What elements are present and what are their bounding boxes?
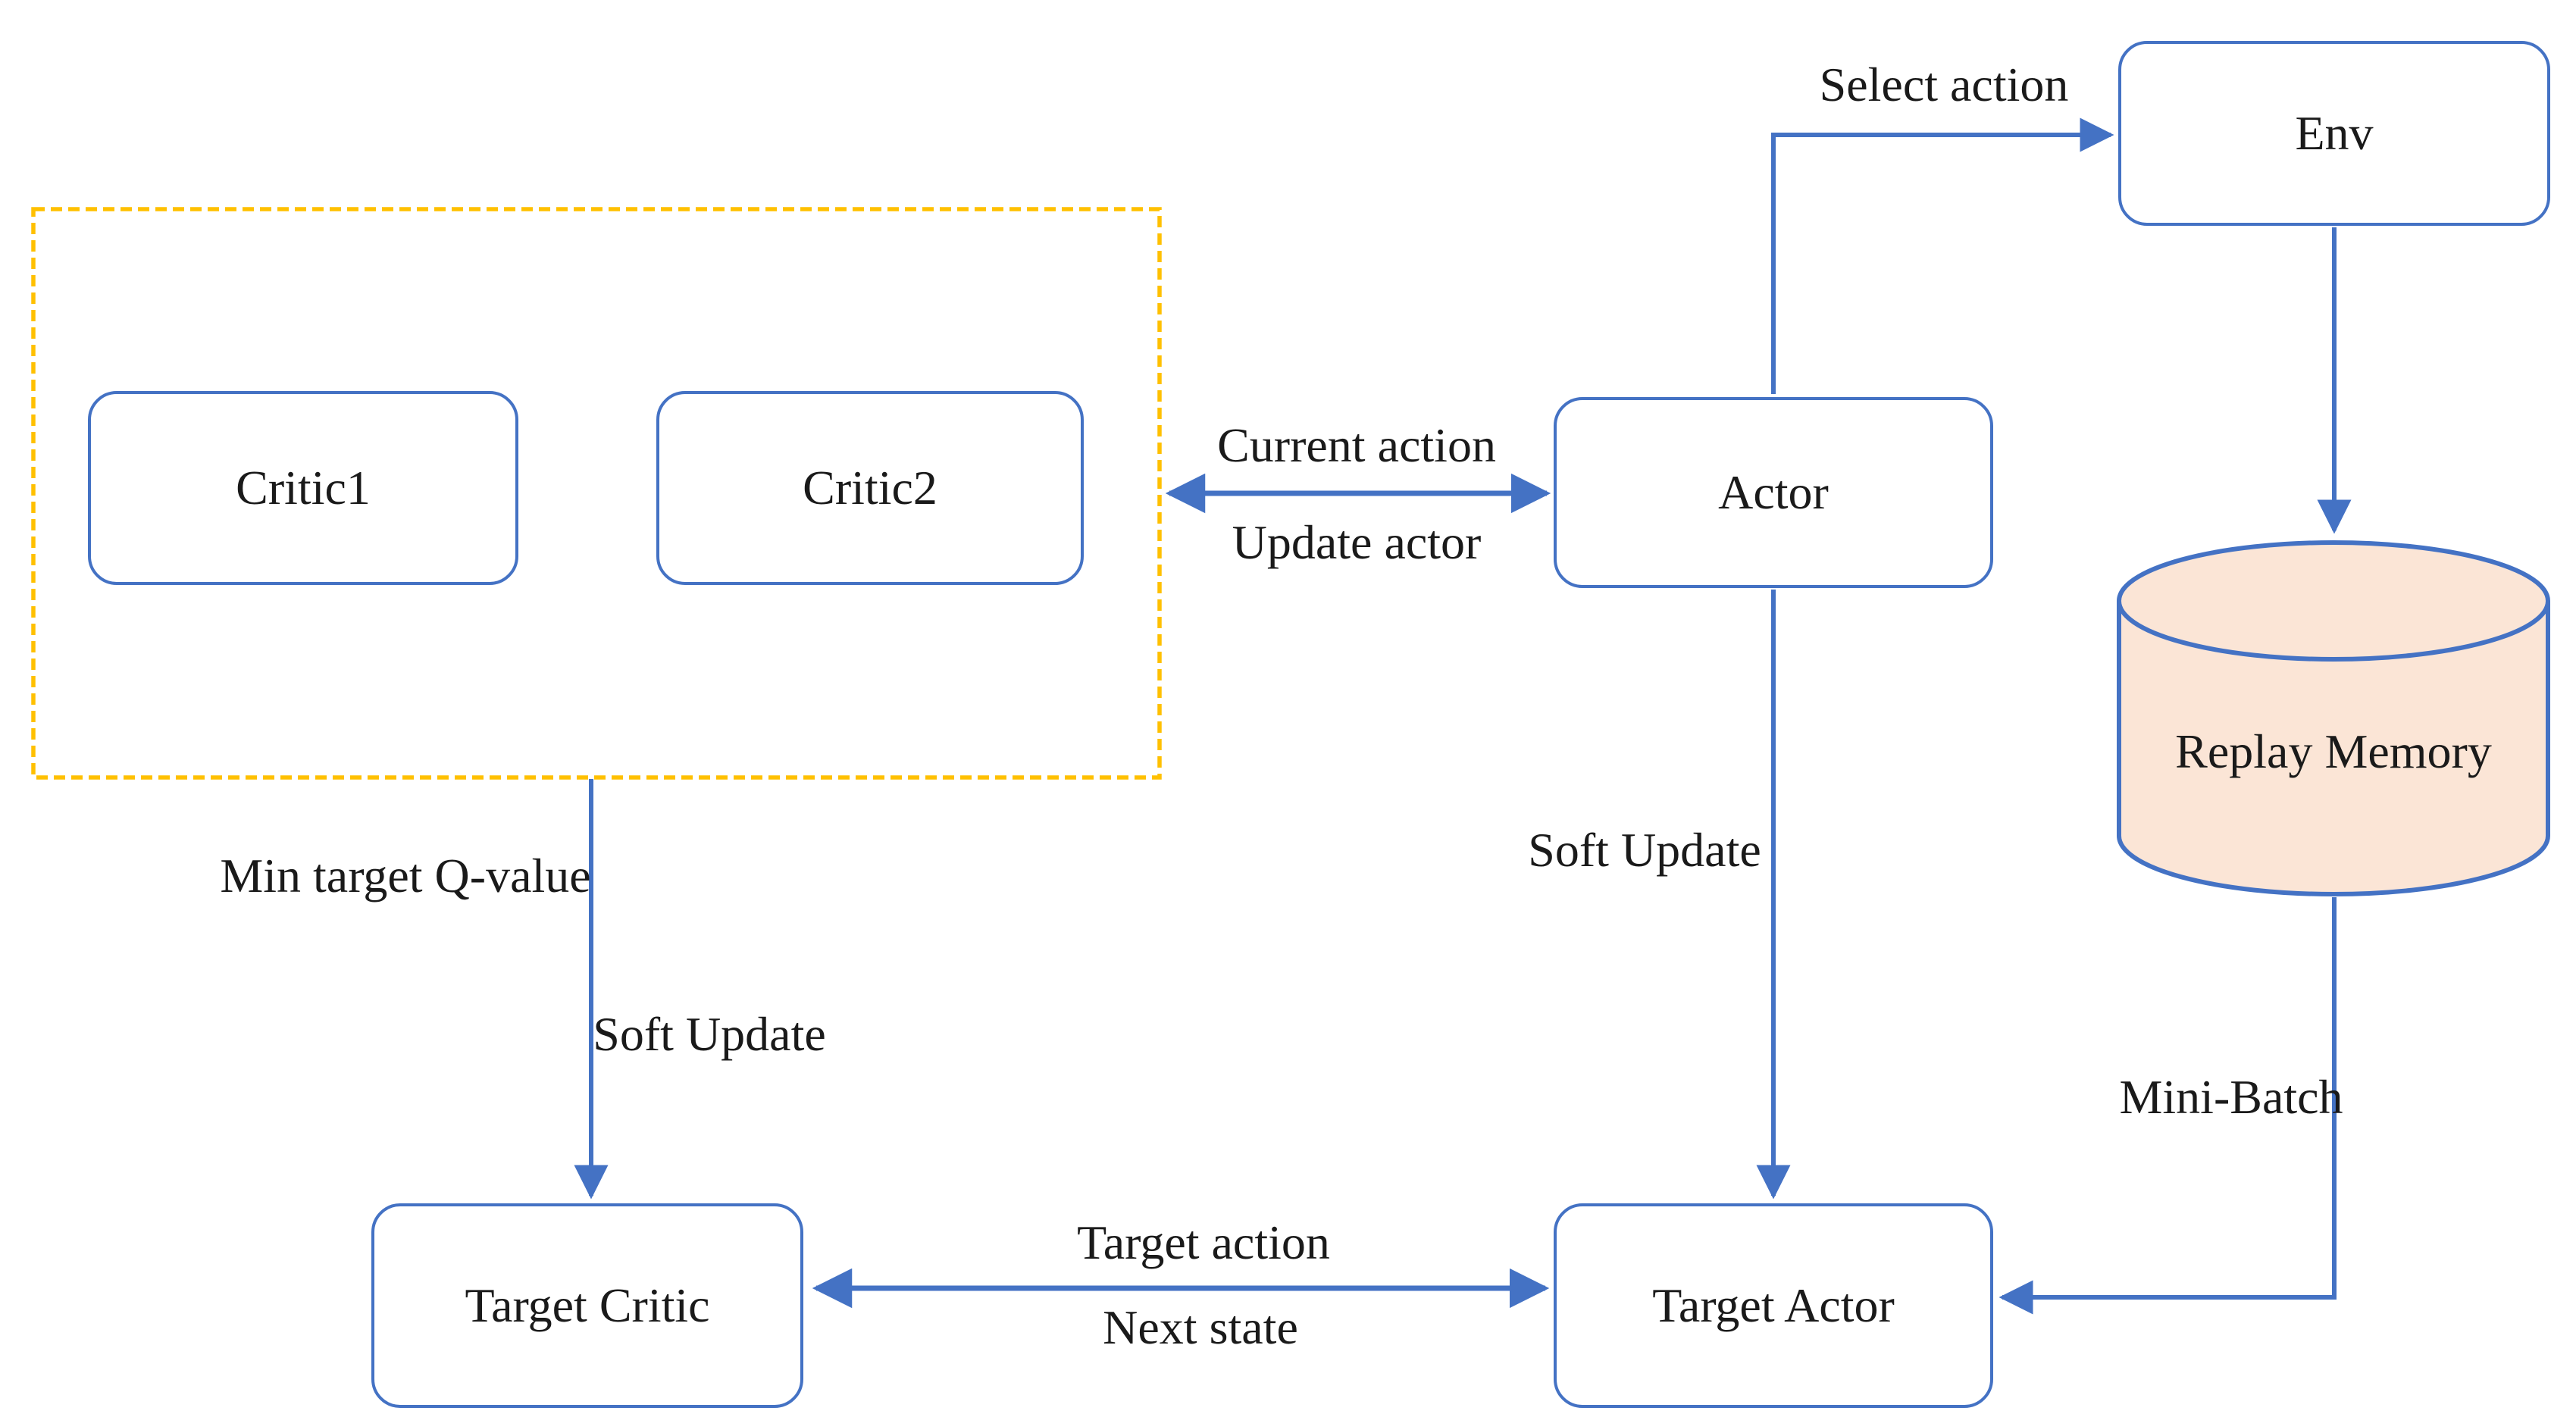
critic1-node: Critic1 bbox=[88, 391, 518, 585]
critic1-label: Critic1 bbox=[236, 461, 371, 515]
env-node: Env bbox=[2118, 41, 2550, 226]
target-critic-label: Target Critic bbox=[465, 1278, 710, 1332]
target-actor-label: Target Actor bbox=[1652, 1278, 1895, 1332]
update-actor-edge-label: Update actor bbox=[1232, 515, 1482, 569]
target-actor-node: Target Actor bbox=[1554, 1203, 1993, 1408]
soft-update-left-edge-label: Soft Update bbox=[593, 1006, 826, 1061]
target-action-edge-label: Target action bbox=[1077, 1215, 1330, 1269]
min-target-q-value-edge-label: Min target Q-value bbox=[220, 848, 591, 903]
env-label: Env bbox=[2295, 106, 2374, 160]
critic2-node: Critic2 bbox=[656, 391, 1084, 585]
current-action-edge-label: Current action bbox=[1217, 418, 1496, 472]
critic2-label: Critic2 bbox=[803, 461, 937, 515]
replay-memory-cylinder-shape bbox=[2117, 540, 2550, 896]
soft-update-right-edge-label: Soft Update bbox=[1528, 822, 1761, 877]
actor-node: Actor bbox=[1554, 397, 1993, 588]
target-critic-node: Target Critic bbox=[371, 1203, 803, 1408]
replay-target-actor-arrow bbox=[1999, 897, 2337, 1315]
select-action-arrow bbox=[1771, 117, 2114, 394]
replay-memory-label: Replay Memory bbox=[2175, 724, 2492, 778]
replay-memory-node: Replay Memory bbox=[2116, 540, 2551, 897]
next-state-edge-label: Next state bbox=[1103, 1300, 1298, 1354]
actor-label: Actor bbox=[1718, 465, 1829, 519]
select-action-edge-label: Select action bbox=[1819, 57, 2069, 111]
mini-batch-edge-label: Mini-Batch bbox=[2119, 1069, 2343, 1124]
critics-group-dashed-box bbox=[31, 207, 1162, 780]
